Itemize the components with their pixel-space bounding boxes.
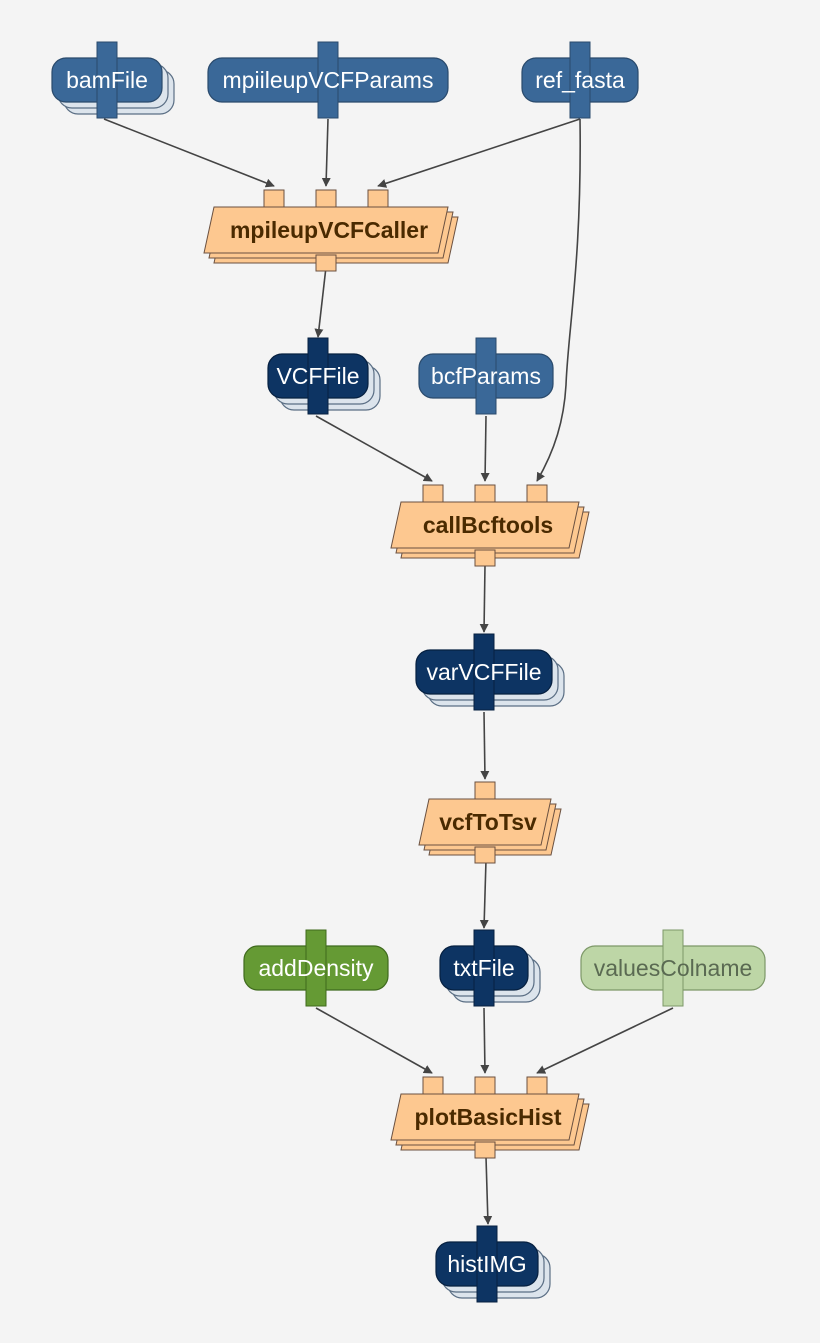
node-label: VCFFile <box>276 363 359 389</box>
input-node-ref_fasta[interactable]: ref_fasta <box>521 41 639 119</box>
port-connector <box>475 337 497 415</box>
output-node-txtFile[interactable]: txtFile <box>439 929 541 1007</box>
edge-valuesColname-to-plotBasicHist <box>536 1007 674 1074</box>
edge-callBcftools-to-varVCFFile <box>479 564 489 633</box>
edge-addDensity-to-plotBasicHist <box>315 1007 433 1074</box>
edge-ref_fasta-to-callBcftools <box>536 118 581 482</box>
input-port[interactable] <box>263 189 285 208</box>
input-node-valuesColname[interactable]: valuesColname <box>580 929 766 1007</box>
output-port[interactable] <box>315 254 337 272</box>
port-connector <box>317 41 339 119</box>
process-body <box>390 1093 580 1141</box>
node-label: valuesColname <box>594 955 753 981</box>
process-label: mpileupVCFCaller <box>230 217 428 243</box>
port-connector <box>473 929 495 1007</box>
process-label: callBcftools <box>423 512 553 538</box>
edge-vcfToTsv-to-txtFile <box>479 859 489 929</box>
process-label: plotBasicHist <box>415 1104 562 1130</box>
edge-ref_fasta-to-mpileupVCFCaller <box>377 118 581 188</box>
port-connector <box>476 1225 498 1303</box>
output-node-histIMG[interactable]: histIMG <box>435 1225 551 1303</box>
input-node-bcfParams[interactable]: bcfParams <box>418 337 554 415</box>
output-port[interactable] <box>474 549 496 567</box>
output-node-varVCFFile[interactable]: varVCFFile <box>415 633 565 711</box>
port-connector <box>305 929 327 1007</box>
process-body <box>390 501 580 549</box>
edge-plotBasicHist-to-histIMG <box>483 1156 493 1225</box>
process-node-mpileupVCFCaller[interactable]: mpileupVCFCaller <box>203 189 459 272</box>
edge-txtFile-to-plotBasicHist <box>480 1007 490 1074</box>
node-label: addDensity <box>258 955 374 981</box>
output-node-VCFFile[interactable]: VCFFile <box>267 337 381 415</box>
input-port[interactable] <box>422 484 444 503</box>
process-node-plotBasicHist[interactable]: plotBasicHist <box>390 1076 590 1159</box>
node-label: txtFile <box>453 955 514 981</box>
edge-mpiileupVCFParams-to-mpileupVCFCaller <box>321 118 331 187</box>
input-port[interactable] <box>474 1076 496 1095</box>
input-port[interactable] <box>422 1076 444 1095</box>
process-label: vcfToTsv <box>439 809 537 835</box>
edge-varVCFFile-to-vcfToTsv <box>480 711 490 780</box>
input-port[interactable] <box>315 189 337 208</box>
input-port[interactable] <box>474 484 496 503</box>
input-port[interactable] <box>367 189 389 208</box>
edge-mpileupVCFCaller-to-VCFFile <box>314 266 327 338</box>
port-connector <box>662 929 684 1007</box>
port-connector <box>96 41 118 119</box>
node-label: histIMG <box>447 1251 526 1277</box>
process-node-vcfToTsv[interactable]: vcfToTsv <box>418 781 562 864</box>
process-node-callBcftools[interactable]: callBcftools <box>390 484 590 567</box>
input-port[interactable] <box>526 484 548 503</box>
node-label: ref_fasta <box>535 67 625 93</box>
edge-VCFFile-to-callBcftools <box>315 415 433 482</box>
node-label: bcfParams <box>431 363 541 389</box>
process-body <box>418 798 552 846</box>
port-connector <box>473 633 495 711</box>
port-connector <box>307 337 329 415</box>
node-label: mpiileupVCFParams <box>223 67 434 93</box>
node-label: bamFile <box>66 67 148 93</box>
node-label: varVCFFile <box>426 659 541 685</box>
input-port[interactable] <box>526 1076 548 1095</box>
edge-bcfParams-to-callBcftools <box>480 415 490 482</box>
input-node-mpiileupVCFParams[interactable]: mpiileupVCFParams <box>207 41 449 119</box>
input-node-bamFile[interactable]: bamFile <box>51 41 175 119</box>
output-port[interactable] <box>474 846 496 864</box>
port-connector <box>569 41 591 119</box>
input-port[interactable] <box>474 781 496 800</box>
output-port[interactable] <box>474 1141 496 1159</box>
input-node-addDensity[interactable]: addDensity <box>243 929 389 1007</box>
edge-bamFile-to-mpileupVCFCaller <box>103 118 275 188</box>
